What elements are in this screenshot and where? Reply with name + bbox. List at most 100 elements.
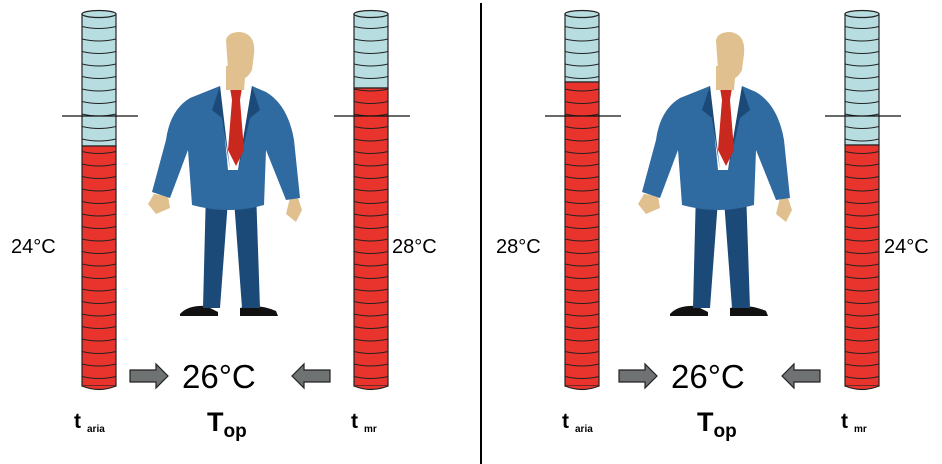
left-radiant-column-segment-ring <box>353 138 389 142</box>
left-radiant-column-segment-ring <box>353 226 389 229</box>
right-air-column-segment-ring <box>564 313 600 317</box>
right-air-column-segment-ring <box>564 88 600 92</box>
right-radiant-column-segment-ring <box>844 188 880 192</box>
right-radiant-column-segment-ring <box>844 76 880 79</box>
right-radiant-column-segment-ring <box>844 201 880 204</box>
left-radiant-column-segment-ring <box>353 51 389 54</box>
right-air-column-segment-ring <box>564 376 600 379</box>
right-air-column-segment-ring <box>564 151 600 154</box>
right-radiant-column-segment-ring <box>844 251 880 254</box>
left-air-column-segment-ring <box>81 276 117 279</box>
left-air-column-segment-ring <box>81 213 117 217</box>
right-air-column-segment-ring <box>564 188 600 192</box>
right-air-column <box>545 9 621 391</box>
left-radiant-column-segment-ring <box>353 126 389 129</box>
right-radiant-column-segment-ring <box>844 163 880 167</box>
right-lapel <box>728 86 750 170</box>
right-air-column-hot-section <box>564 81 600 387</box>
left-operative-label: Top <box>207 407 247 442</box>
right-radiant-column-segment-ring <box>844 213 880 217</box>
left-radiant-column-segment-ring <box>353 88 389 92</box>
right-radiant-column-segment-ring <box>844 376 880 379</box>
left-radiant-column-segment-ring <box>353 251 389 254</box>
right-radiant-column-top-cap <box>844 9 880 19</box>
left-air-temperature: 24°C <box>11 236 56 258</box>
right-air-column-segment-ring <box>564 138 600 142</box>
right-air-column-segment-ring <box>564 288 600 292</box>
right-radiant-subscript: mr <box>854 424 867 435</box>
right-radiant-column-segment-ring <box>844 338 880 342</box>
left-radiant-column-segment-ring <box>353 288 389 292</box>
right-operative-subscript: op <box>713 421 737 442</box>
right-air-column-segment-ring <box>564 126 600 129</box>
right-radiant-column-segment-ring <box>844 363 880 367</box>
left-air-column-segment-ring <box>81 301 117 304</box>
left-businessman-figure <box>148 32 302 316</box>
left-air-column-segment-ring <box>81 26 117 29</box>
left-radiant-subscript: mr <box>364 424 377 435</box>
left-air-column-segment-ring <box>81 251 117 254</box>
tie <box>718 88 734 166</box>
left-air-column-top-cap <box>81 9 117 19</box>
left-operative-subscript: op <box>223 421 247 442</box>
left-air-column-segment-ring <box>81 326 117 329</box>
left-arrow-right-icon <box>129 362 169 390</box>
right-air-column-segment-ring <box>564 263 600 267</box>
right-radiant-column-segment-ring <box>844 126 880 129</box>
right-air-column-segment-ring <box>564 363 600 367</box>
left-air-column-segment-ring <box>81 63 117 67</box>
left-air-column-segment-ring <box>81 201 117 204</box>
left-lapel <box>702 86 720 170</box>
left-radiant-column-segment-ring <box>353 351 389 354</box>
left-air-column-segment-ring <box>81 188 117 192</box>
right-radiant-column-segment-ring <box>844 351 880 354</box>
right-shoe <box>730 306 768 316</box>
left-radiant-column-segment-ring <box>353 326 389 329</box>
left-radiant-column-segment-ring <box>353 263 389 267</box>
left-radiant-column-segment-ring <box>353 301 389 304</box>
left-radiant-column-hot-section <box>353 87 389 387</box>
trousers <box>693 190 750 308</box>
left-radiant-column-segment-ring <box>353 313 389 317</box>
left-radiant-column-segment-ring <box>353 363 389 367</box>
right-radiant-column-segment-ring <box>844 238 880 242</box>
right-radiant-temperature: 24°C <box>884 236 929 258</box>
right-radiant-column-segment-ring <box>844 101 880 104</box>
right-radiant-column-bottom-cap <box>844 385 880 391</box>
right-air-column-segment-ring <box>564 176 600 179</box>
left-operative-symbol: T <box>207 407 224 437</box>
right-hand <box>286 198 302 222</box>
right-air-column-segment-ring <box>564 351 600 354</box>
right-air-column-segment-ring <box>564 201 600 204</box>
left-air-column-segment-ring <box>81 363 117 367</box>
right-businessman-figure <box>638 32 792 316</box>
left-radiant-column-segment-ring <box>353 26 389 29</box>
right-operative-symbol: T <box>697 407 714 437</box>
right-lapel <box>238 86 260 170</box>
right-arrow-right-icon <box>618 362 658 390</box>
left-air-column-segment-ring <box>81 51 117 54</box>
left-radiant-column-segment-ring <box>353 188 389 192</box>
right-radiant-column-segment-ring <box>844 313 880 317</box>
left-air-column-segment-ring <box>81 313 117 317</box>
right-air-column-segment-ring <box>564 63 600 67</box>
left-arrow-left-icon <box>291 362 331 390</box>
right-radiant-column-segment-ring <box>844 38 880 42</box>
left-radiant-column-segment-ring <box>353 276 389 279</box>
left-radiant-temperature: 28°C <box>392 236 437 258</box>
right-radiant-column-segment-ring <box>844 326 880 329</box>
right-radiant-column-segment-ring <box>844 276 880 279</box>
head <box>716 32 745 81</box>
right-air-column-segment-ring <box>564 51 600 54</box>
left-radiant-column-bottom-cap <box>353 385 389 391</box>
right-air-column-segment-ring <box>564 213 600 217</box>
left-air-column-segment-ring <box>81 88 117 92</box>
left-air-column-segment-ring <box>81 151 117 154</box>
left-air-column-segment-ring <box>81 76 117 79</box>
right-radiant-column-segment-ring <box>844 301 880 304</box>
right-air-column-segment-ring <box>564 251 600 254</box>
left-air-column-segment-ring <box>81 376 117 379</box>
